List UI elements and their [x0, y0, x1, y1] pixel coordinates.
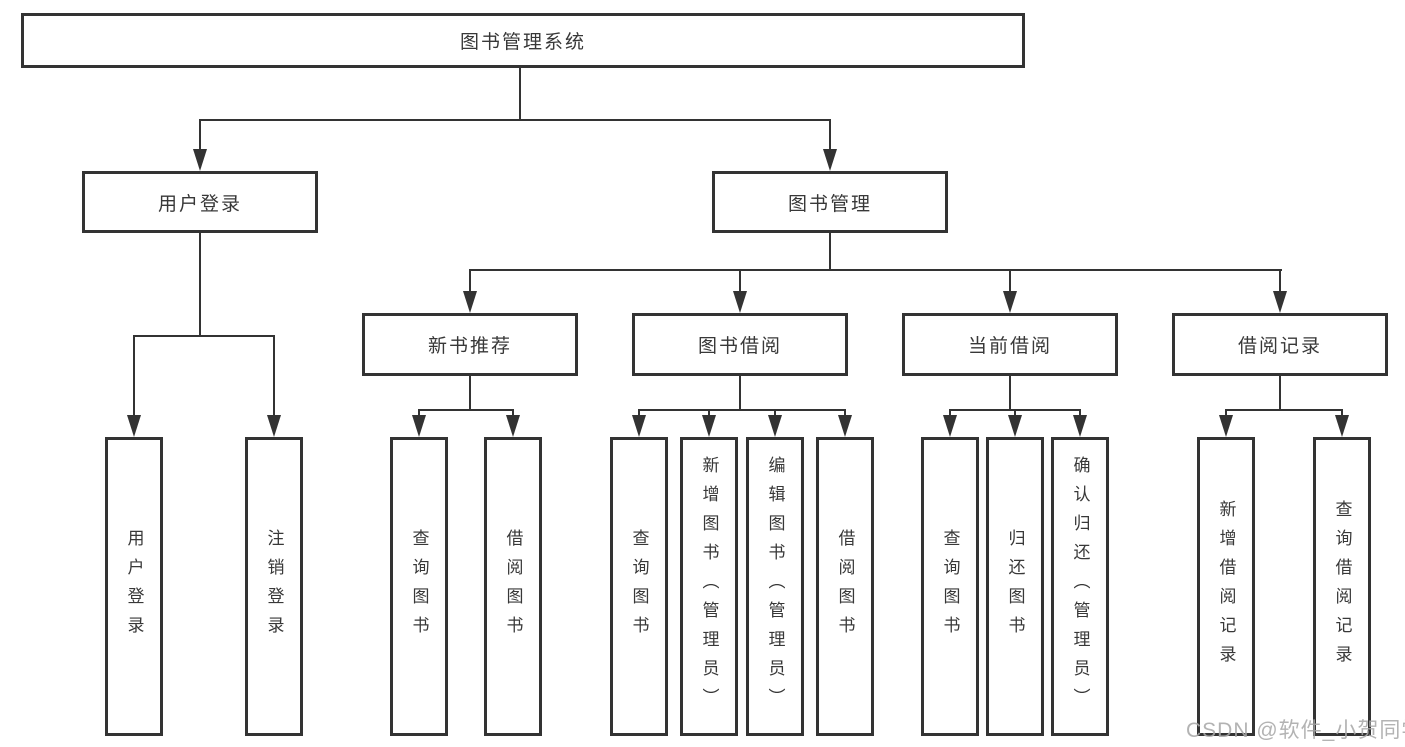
arrow-down-icon	[1219, 415, 1233, 437]
node-book-management: 图书管理	[712, 171, 948, 233]
leaf-query-books-borrow: 查询图书	[610, 437, 668, 736]
leaf-logout: 注销登录	[245, 437, 303, 736]
leaf-return-book-label: 归还图书	[1005, 528, 1025, 645]
leaf-user-login: 用户登录	[105, 437, 163, 736]
leaf-borrow-books-recommend-label: 借阅图书	[503, 528, 523, 645]
leaf-query-books-current-label: 查询图书	[940, 528, 960, 645]
connector-line	[708, 409, 710, 417]
leaf-confirm-return-admin-label: 确认归还（管理员）	[1070, 456, 1090, 717]
arrow-down-icon	[1335, 415, 1349, 437]
connector-line	[1225, 409, 1227, 417]
connector-line	[199, 119, 201, 151]
leaf-query-books-recommend: 查询图书	[390, 437, 448, 736]
node-book-borrow: 图书借阅	[632, 313, 848, 376]
leaf-borrow-books-borrow-label: 借阅图书	[835, 528, 855, 645]
arrow-down-icon	[632, 415, 646, 437]
arrow-down-icon	[823, 149, 837, 171]
connector-line	[739, 269, 741, 293]
connector-line	[949, 409, 951, 417]
arrow-down-icon	[463, 291, 477, 313]
arrow-down-icon	[838, 415, 852, 437]
leaf-edit-book-admin: 编辑图书（管理员）	[746, 437, 804, 736]
leaf-borrow-books-borrow: 借阅图书	[816, 437, 874, 736]
connector-line	[469, 269, 1282, 271]
node-current-borrow: 当前借阅	[902, 313, 1118, 376]
leaf-query-borrow-record: 查询借阅记录	[1313, 437, 1371, 736]
connector-line	[1341, 409, 1343, 417]
connector-line	[133, 335, 135, 417]
node-borrow-records: 借阅记录	[1172, 313, 1388, 376]
connector-line	[199, 119, 831, 121]
connector-line	[739, 376, 741, 411]
arrow-down-icon	[1273, 291, 1287, 313]
node-root-label: 图书管理系统	[459, 32, 586, 53]
connector-line	[519, 68, 521, 120]
arrow-down-icon	[127, 415, 141, 437]
connector-line	[844, 409, 846, 417]
leaf-logout-label: 注销登录	[264, 528, 284, 645]
connector-line	[1225, 409, 1343, 411]
leaf-confirm-return-admin: 确认归还（管理员）	[1051, 437, 1109, 736]
node-book-management-label: 图书管理	[787, 193, 872, 215]
leaf-borrow-books-recommend: 借阅图书	[484, 437, 542, 736]
connector-line	[638, 409, 846, 411]
arrow-down-icon	[768, 415, 782, 437]
connector-line	[1009, 269, 1011, 293]
leaf-query-books-borrow-label: 查询图书	[629, 528, 649, 645]
connector-line	[1079, 409, 1081, 417]
leaf-query-books-recommend-label: 查询图书	[409, 528, 429, 645]
connector-line	[638, 409, 640, 417]
node-user-login: 用户登录	[82, 171, 318, 233]
node-root: 图书管理系统	[21, 13, 1025, 68]
connector-line	[829, 119, 831, 151]
leaf-query-books-current: 查询图书	[921, 437, 979, 736]
connector-line	[774, 409, 776, 417]
arrow-down-icon	[702, 415, 716, 437]
arrow-down-icon	[1073, 415, 1087, 437]
connector-line	[418, 409, 514, 411]
leaf-edit-book-admin-label: 编辑图书（管理员）	[765, 456, 785, 717]
leaf-return-book: 归还图书	[986, 437, 1044, 736]
node-current-borrow-label: 当前借阅	[967, 336, 1052, 357]
connector-line	[418, 409, 420, 417]
connector-line	[1014, 409, 1016, 417]
watermark: CSDN @软件_小贺同学	[1186, 719, 1405, 742]
leaf-add-book-admin: 新增图书（管理员）	[680, 437, 738, 736]
arrow-down-icon	[412, 415, 426, 437]
connector-line	[199, 233, 201, 336]
connector-line	[469, 269, 471, 293]
connector-line	[829, 233, 831, 271]
connector-line	[273, 335, 275, 417]
arrow-down-icon	[733, 291, 747, 313]
connector-line	[133, 335, 275, 337]
connector-line	[469, 376, 471, 411]
node-user-login-label: 用户登录	[157, 193, 242, 215]
arrow-down-icon	[943, 415, 957, 437]
arrow-down-icon	[1003, 291, 1017, 313]
connector-line	[1279, 376, 1281, 411]
arrow-down-icon	[267, 415, 281, 437]
node-book-borrow-label: 图书借阅	[697, 336, 782, 357]
node-new-book-recommend: 新书推荐	[362, 313, 578, 376]
node-borrow-records-label: 借阅记录	[1237, 336, 1322, 357]
connector-line	[1009, 376, 1011, 411]
leaf-user-login-label: 用户登录	[124, 528, 144, 645]
connector-line	[512, 409, 514, 417]
arrow-down-icon	[506, 415, 520, 437]
leaf-add-book-admin-label: 新增图书（管理员）	[699, 456, 719, 717]
leaf-add-borrow-record-label: 新增借阅记录	[1216, 499, 1236, 674]
arrow-down-icon	[193, 149, 207, 171]
leaf-add-borrow-record: 新增借阅记录	[1197, 437, 1255, 736]
connector-line	[1279, 269, 1281, 293]
node-new-book-recommend-label: 新书推荐	[427, 336, 512, 357]
leaf-query-borrow-record-label: 查询借阅记录	[1332, 499, 1352, 674]
arrow-down-icon	[1008, 415, 1022, 437]
